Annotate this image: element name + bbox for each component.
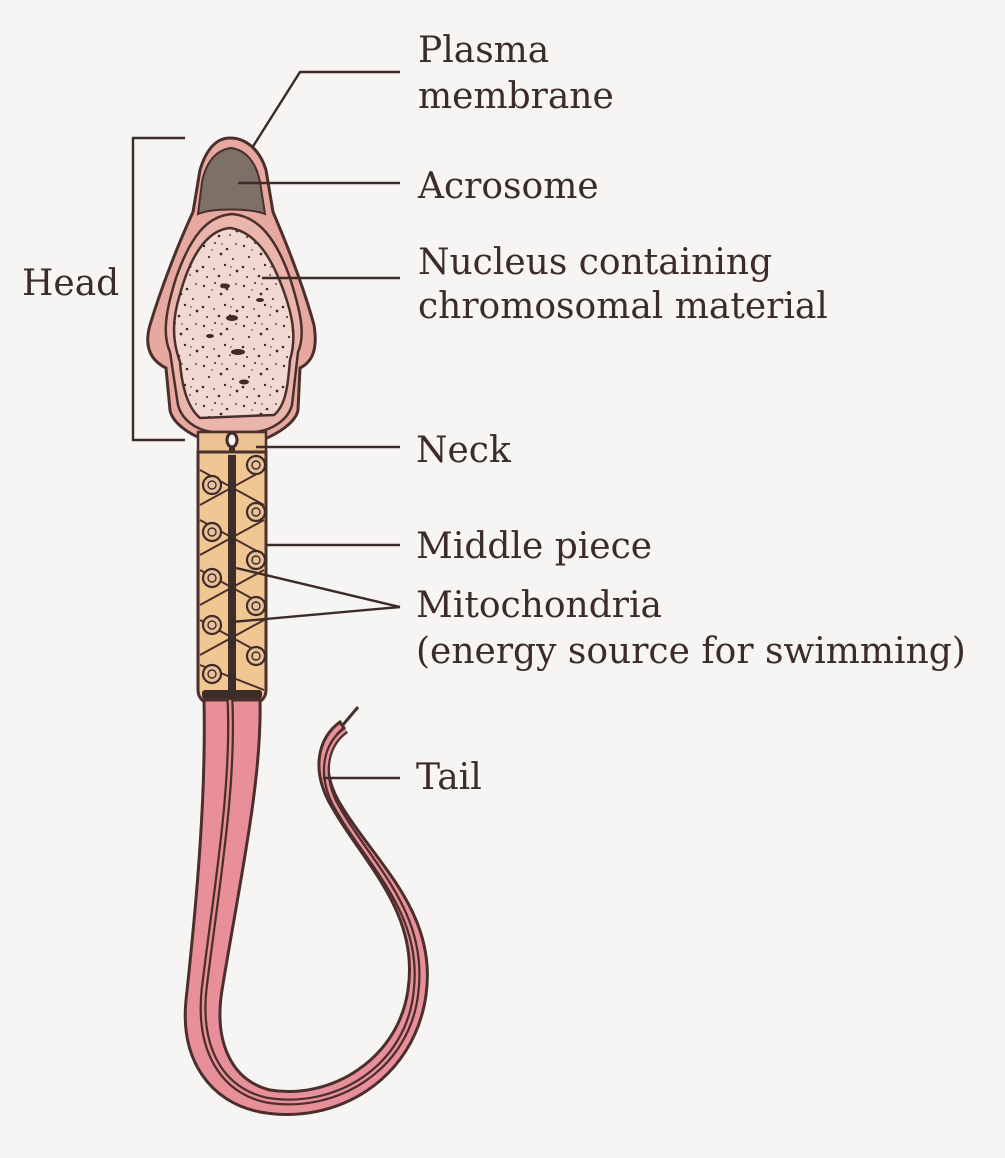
label-neck: Neck [416,430,512,471]
label-tail: Tail [416,757,482,798]
label-plasma-membrane-line2: membrane [418,76,614,117]
label-nucleus-line2: chromosomal material [418,286,828,327]
mitochondria-set [201,454,267,685]
mitochondria-leader-upper [235,566,401,609]
middle-piece [196,450,268,706]
label-acrosome: Acrosome [417,166,599,207]
sperm-tail [183,698,429,1116]
nucleus-shape [172,226,295,420]
head-bracket [131,136,185,442]
label-mitochondria-line2: (energy source for swimming) [416,631,966,672]
mitochondria-leader-lower [231,605,401,624]
chromatin-blotches [206,283,264,385]
labels: Plasma membrane Acrosome Nucleus contain… [22,30,966,798]
ring-centriole [202,690,262,699]
sperm-head [146,136,317,442]
label-mitochondria-line1: Mitochondria [416,585,662,626]
label-nucleus-line1: Nucleus containing [418,242,772,283]
acrosome-shape [196,146,267,216]
leader-lines [231,70,401,780]
label-plasma-membrane-line1: Plasma [418,30,549,71]
tail-end-piece [340,706,360,727]
plasma-membrane-leader [250,70,400,149]
label-middle-piece: Middle piece [416,526,652,567]
axial-filament [228,455,236,695]
label-head: Head [22,263,119,304]
